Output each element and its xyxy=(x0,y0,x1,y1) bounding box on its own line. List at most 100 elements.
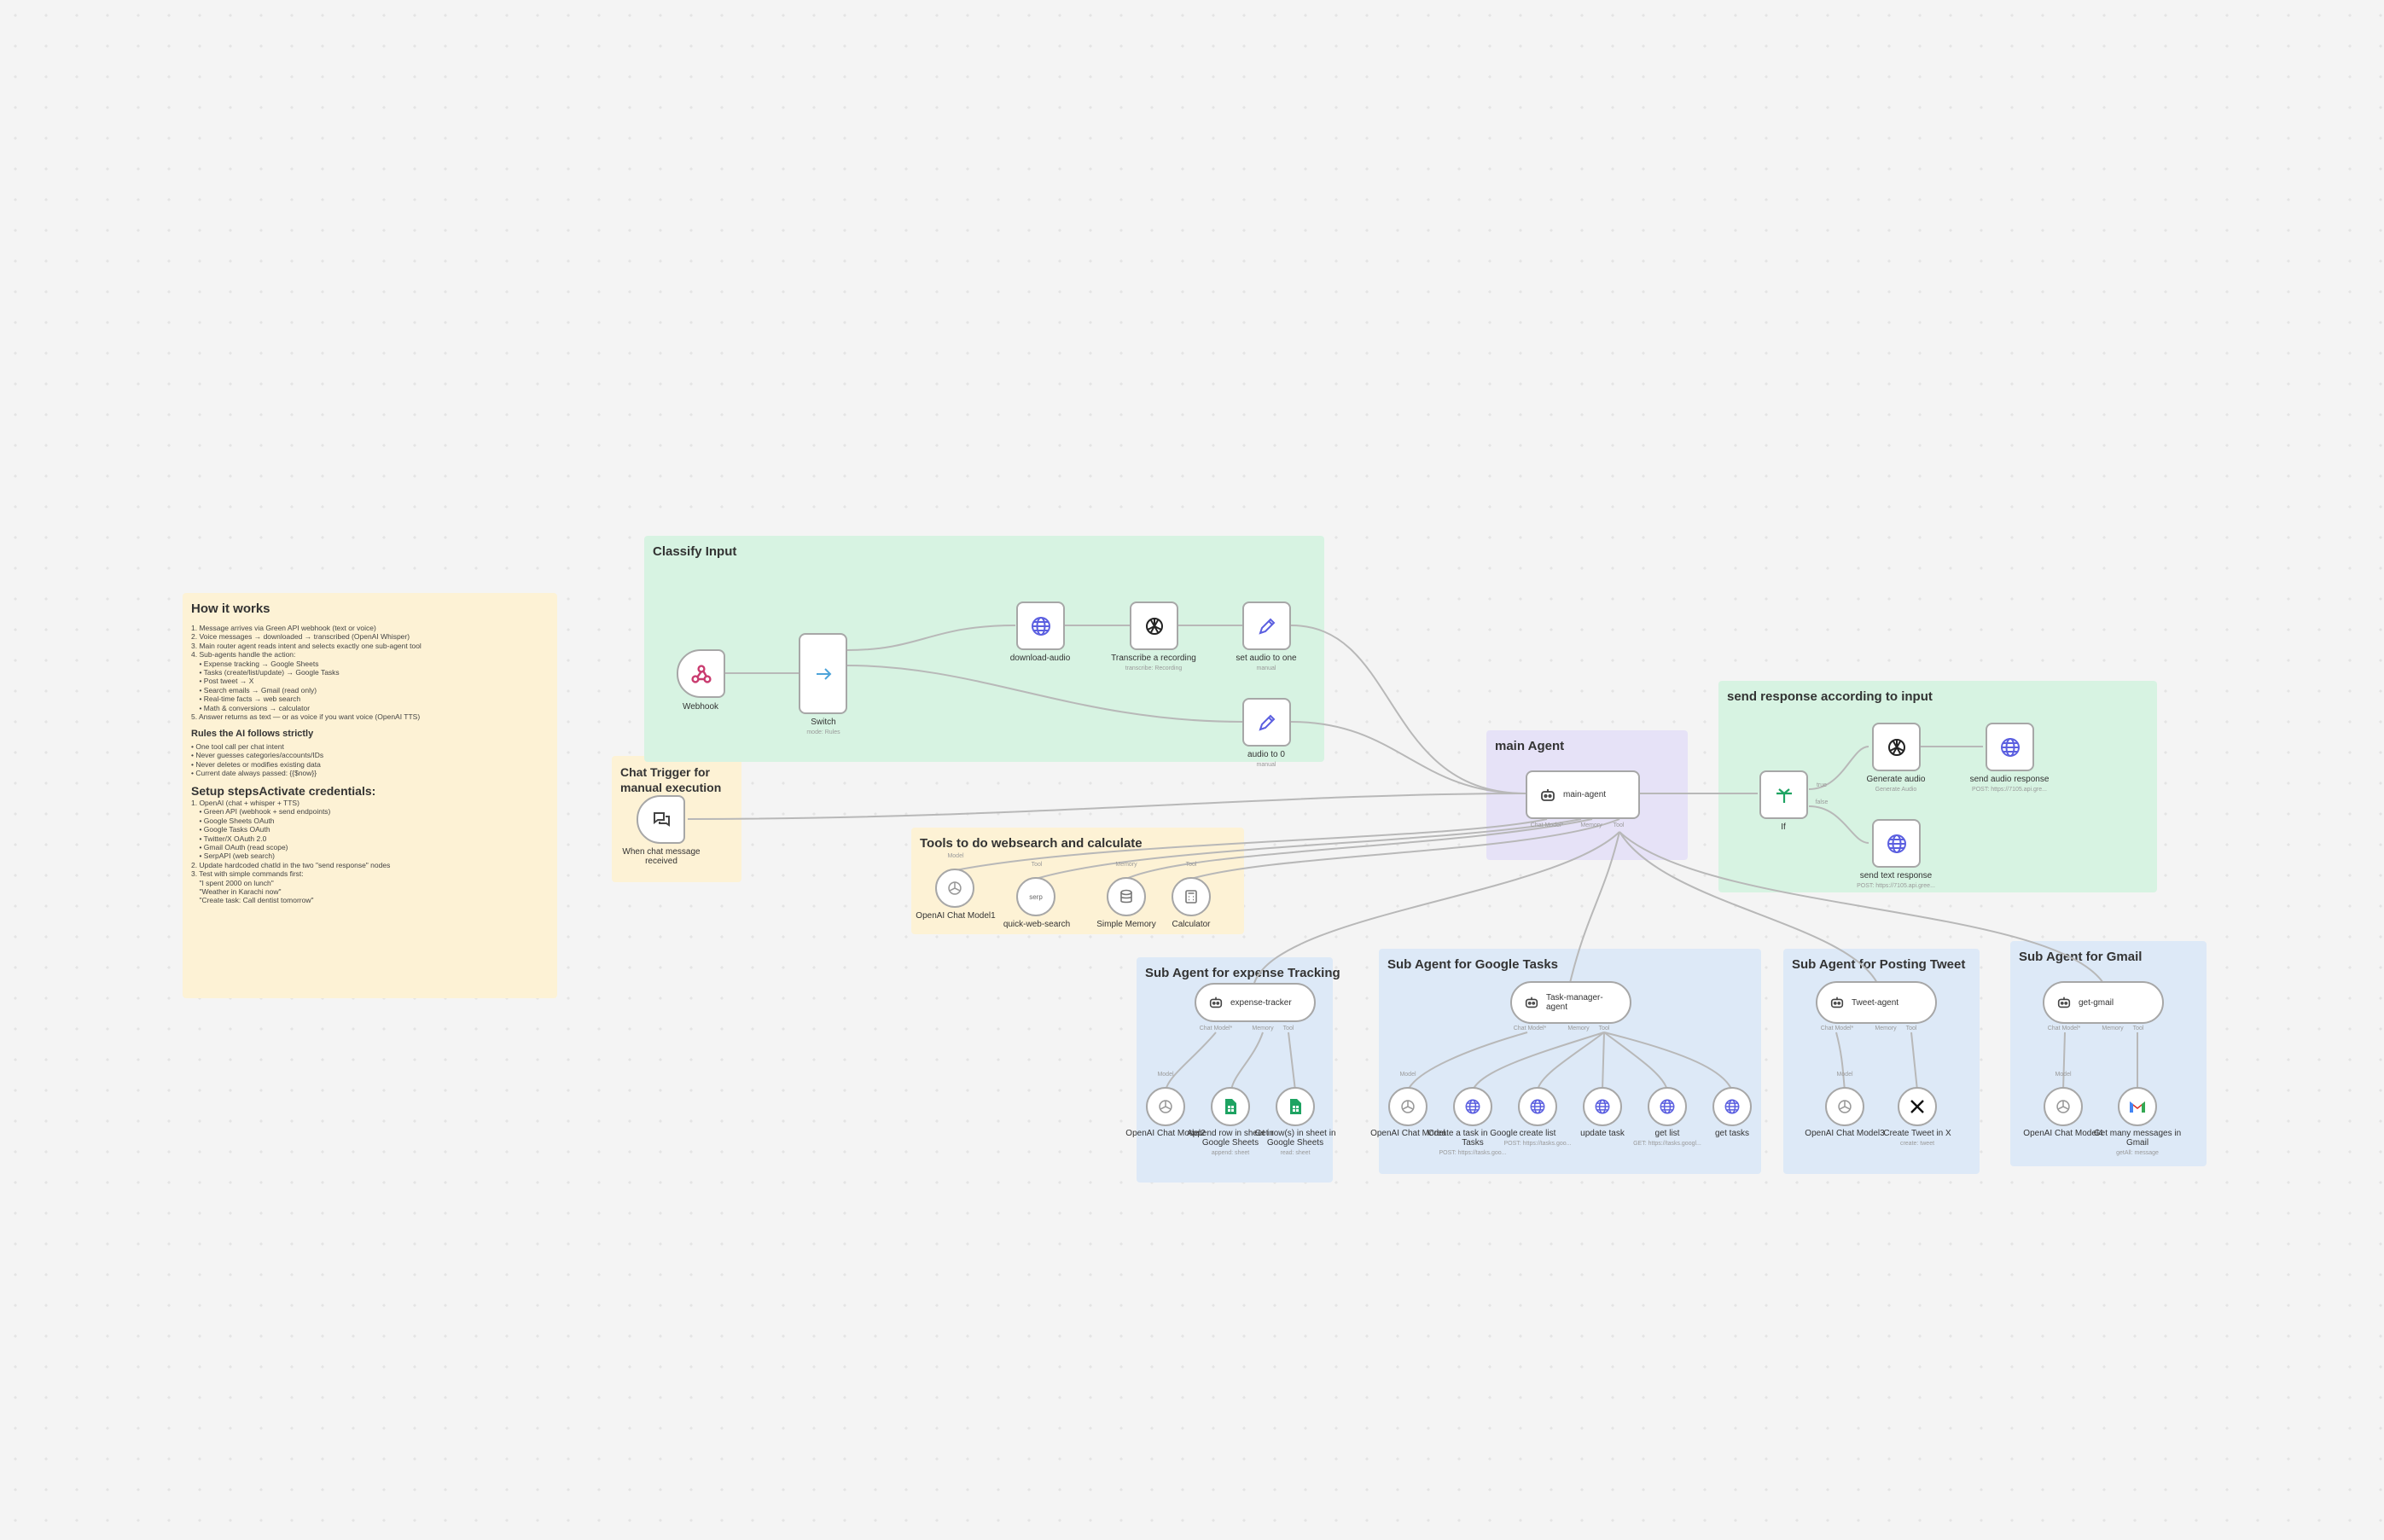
node-label: Append row in sheet in Google Sheets xyxy=(1187,1129,1274,1148)
port-label: Tool xyxy=(1282,1026,1294,1032)
robot-icon xyxy=(1524,995,1539,1010)
node-subtitle: GET: https://tasks.googl... xyxy=(1633,1141,1701,1147)
node-label: If xyxy=(1781,822,1786,832)
openai-icon xyxy=(946,880,963,897)
port-label: Tool xyxy=(1031,862,1043,868)
port-label: Memory xyxy=(1580,822,1602,828)
node-get-tasks[interactable] xyxy=(1712,1087,1752,1126)
node-simple-memory[interactable] xyxy=(1107,877,1146,916)
globe-icon xyxy=(1659,1098,1676,1115)
node-subtitle: POST: https://7105.api.gree... xyxy=(1857,883,1935,889)
node-quick-web-search[interactable]: serp xyxy=(1016,877,1055,916)
node-label: Create Tweet in X xyxy=(1883,1129,1951,1138)
node-chat-trigger[interactable] xyxy=(637,795,685,844)
openai-icon xyxy=(1399,1098,1416,1115)
wire-chat-main xyxy=(687,793,1526,820)
chat-icon xyxy=(651,810,672,830)
node-get-gmail-agent[interactable]: get-gmail xyxy=(2043,981,2164,1024)
node-label: send audio response xyxy=(1969,775,2050,784)
node-update-task[interactable] xyxy=(1583,1087,1622,1126)
node-label: Webhook xyxy=(682,702,719,712)
sticky-title: Sub Agent for Google Tasks xyxy=(1387,957,1559,972)
node-audio-zero[interactable] xyxy=(1242,698,1291,747)
node-if[interactable] xyxy=(1759,770,1808,819)
node-openai-chat-model1[interactable] xyxy=(935,869,974,908)
sticky-how-it-works[interactable]: How it works 1. Message arrives via Gree… xyxy=(183,593,557,998)
step-line: 3. Main router agent reads intent and se… xyxy=(191,641,422,650)
node-label: main-agent xyxy=(1563,790,1607,799)
step-line: • Post tweet → X xyxy=(191,677,254,686)
globe-icon xyxy=(1529,1098,1546,1115)
node-set-audio-one[interactable] xyxy=(1242,601,1291,650)
node-send-audio-response[interactable] xyxy=(1986,723,2034,771)
node-subtitle: read: sheet xyxy=(1280,1150,1311,1156)
node-get-list[interactable] xyxy=(1648,1087,1687,1126)
node-label: Create a task in Google Tasks xyxy=(1427,1129,1518,1148)
sticky-title: How it works xyxy=(191,601,270,616)
sticky-classify-input[interactable]: Classify Input xyxy=(644,536,1324,762)
node-subtitle: manual xyxy=(1256,762,1276,768)
node-transcribe[interactable] xyxy=(1130,601,1178,650)
sticky-title: send response according to input xyxy=(1727,689,1933,704)
node-webhook[interactable] xyxy=(677,649,725,698)
node-subtitle: POST: https://tasks.goo... xyxy=(1439,1150,1507,1156)
setup-line: "I spent 2000 on lunch" xyxy=(191,878,274,887)
port-label: Tool xyxy=(1905,1026,1917,1032)
port-label: Model xyxy=(947,853,964,859)
node-label: quick-web-search xyxy=(1003,920,1071,929)
node-label: OpenAI Chat Model4 xyxy=(2023,1129,2103,1138)
rules-heading: Rules the AI follows strictly xyxy=(191,729,314,740)
port-label: Model xyxy=(1157,1072,1174,1078)
pencil-icon xyxy=(1257,616,1277,636)
openai-icon xyxy=(1157,1098,1174,1115)
node-label: audio to 0 xyxy=(1247,750,1285,759)
port-label: Model xyxy=(1836,1072,1853,1078)
rule-line: • One tool call per chat intent xyxy=(191,741,284,751)
node-label: When chat message received xyxy=(622,847,701,866)
node-openai-chat-model3[interactable] xyxy=(1825,1087,1864,1126)
rule-line: • Current date always passed: {{$now}} xyxy=(191,769,317,778)
node-label: Get many messages in Gmail xyxy=(2093,1129,2182,1148)
node-label: OpenAI Chat Model2 xyxy=(1125,1129,1206,1138)
node-create-tweet[interactable] xyxy=(1898,1087,1937,1126)
sheets-icon xyxy=(1288,1098,1302,1115)
node-openai-chat-model4[interactable] xyxy=(2044,1087,2083,1126)
node-label: Task-manager-agent xyxy=(1546,993,1603,1012)
node-append-row[interactable] xyxy=(1211,1087,1250,1126)
node-expense-tracker[interactable]: expense-tracker xyxy=(1195,983,1316,1022)
node-create-task[interactable] xyxy=(1453,1087,1492,1126)
openai-icon xyxy=(2055,1098,2072,1115)
node-openai-chat-model2[interactable] xyxy=(1146,1087,1185,1126)
port-label: Tool xyxy=(1598,1026,1610,1032)
node-download-audio[interactable] xyxy=(1016,601,1065,650)
port-label: Tool xyxy=(1613,822,1625,828)
webhook-icon xyxy=(690,663,712,685)
node-send-text-response[interactable] xyxy=(1872,819,1921,868)
pencil-icon xyxy=(1257,712,1277,733)
sticky-title: main Agent xyxy=(1495,739,1565,753)
node-tweet-agent[interactable]: Tweet-agent xyxy=(1816,981,1937,1024)
node-subtitle: create: tweet xyxy=(1899,1141,1935,1147)
node-get-rows[interactable] xyxy=(1276,1087,1315,1126)
robot-icon xyxy=(1829,995,1845,1010)
node-label: update task xyxy=(1580,1129,1625,1138)
node-openai-chat-model[interactable] xyxy=(1388,1087,1427,1126)
sticky-title: Chat Trigger for manual execution xyxy=(620,765,722,794)
port-label: Chat Model* xyxy=(1199,1026,1233,1032)
node-calculator[interactable] xyxy=(1172,877,1211,916)
node-task-manager-agent[interactable]: Task-manager-agent xyxy=(1510,981,1631,1024)
node-get-many-messages[interactable] xyxy=(2118,1087,2157,1126)
switch-icon xyxy=(813,664,834,684)
port-label: Chat Model* xyxy=(2047,1026,2081,1032)
node-generate-audio[interactable] xyxy=(1872,723,1921,771)
node-switch[interactable] xyxy=(799,633,847,714)
sticky-title: Classify Input xyxy=(653,544,737,559)
port-label: Memory xyxy=(1252,1026,1274,1032)
node-create-list[interactable] xyxy=(1518,1087,1557,1126)
node-subtitle: POST: https://7105.api.gre... xyxy=(1972,787,2047,793)
setup-line: • Google Sheets OAuth xyxy=(191,816,275,825)
node-main-agent[interactable]: main-agent xyxy=(1526,770,1640,819)
port-label: Chat Model* xyxy=(1820,1026,1854,1032)
step-line: • Expense tracking → Google Sheets xyxy=(191,659,319,668)
